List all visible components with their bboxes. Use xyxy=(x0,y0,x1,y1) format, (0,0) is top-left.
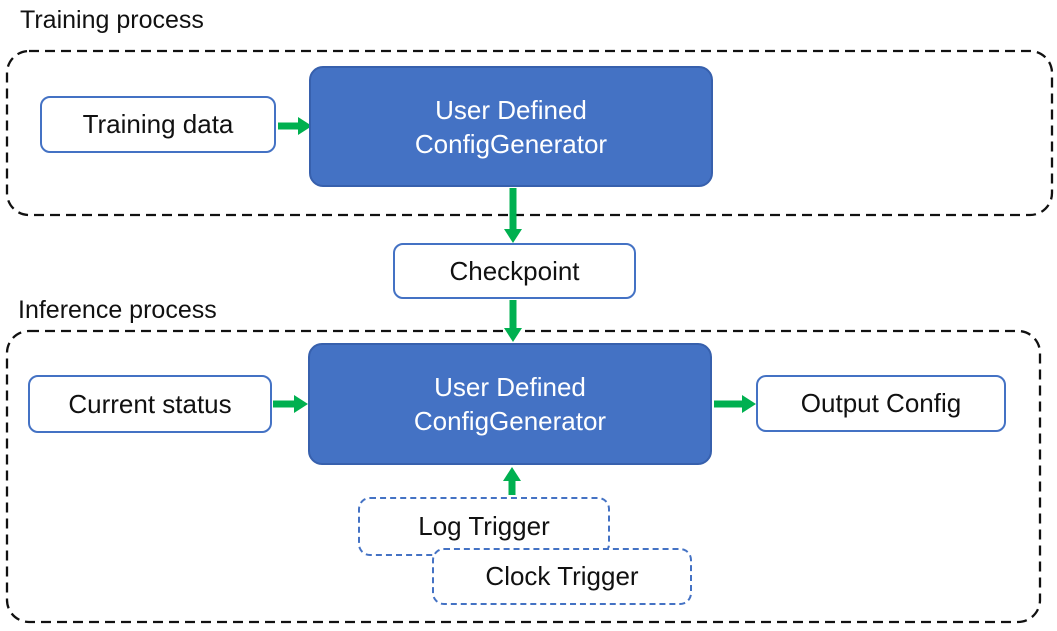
current-status-label: Current status xyxy=(68,388,232,419)
clock-trigger-label: Clock Trigger xyxy=(485,561,639,591)
arrow-generator-to-output xyxy=(714,395,756,413)
arrow-generator-to-checkpoint xyxy=(504,188,522,243)
log-trigger-node: Log Trigger xyxy=(358,497,610,556)
training-config-generator-label-line2: ConfigGenerator xyxy=(414,128,608,159)
training-data-node: Training data xyxy=(40,96,276,153)
arrow-trigger-to-generator xyxy=(503,467,521,495)
inference-config-generator-node: User Defined ConfigGenerator xyxy=(308,343,712,465)
inference-process-title: Inference process xyxy=(18,296,217,324)
checkpoint-label: Checkpoint xyxy=(449,255,580,286)
arrow-checkpoint-to-generator xyxy=(504,300,522,342)
log-trigger-label: Log Trigger xyxy=(418,511,550,541)
training-data-label: Training data xyxy=(82,109,234,139)
output-config-node: Output Config xyxy=(756,375,1006,432)
training-process-container xyxy=(5,49,1054,217)
inference-config-generator-label-line2: ConfigGenerator xyxy=(413,406,607,436)
current-status-node: Current status xyxy=(28,375,272,433)
arrow-status-to-generator xyxy=(273,395,308,413)
training-config-generator-node: User Defined ConfigGenerator xyxy=(309,66,713,187)
arrow-training-data-to-generator xyxy=(278,117,312,135)
training-process-title: Training process xyxy=(20,6,204,34)
output-config-label: Output Config xyxy=(800,388,962,418)
clock-trigger-node: Clock Trigger xyxy=(432,548,692,605)
training-config-generator-label-line1: User Defined xyxy=(435,94,587,125)
inference-process-container xyxy=(5,329,1042,624)
checkpoint-node: Checkpoint xyxy=(393,243,636,299)
inference-config-generator-label-line1: User Defined xyxy=(434,372,586,402)
